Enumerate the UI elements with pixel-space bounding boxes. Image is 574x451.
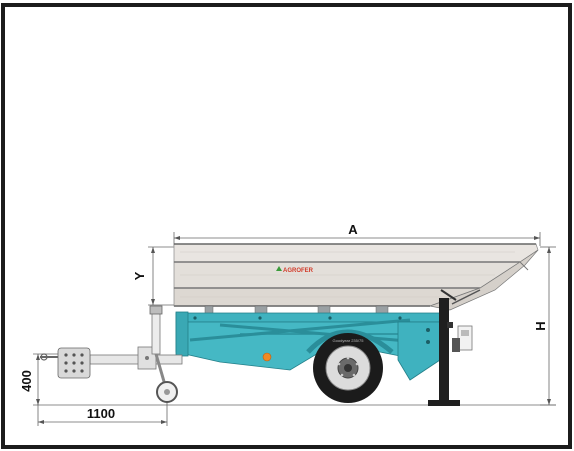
dimension-h-label: H [533,321,548,330]
jockey-wheel [149,305,178,403]
drawbar [40,346,183,379]
tire-sidewall-text: Goodyear 235/75 [333,338,365,343]
brand-logo: AGROFER [276,266,314,274]
dimension-y-label: Y [132,271,147,280]
dimension-arrows [36,236,551,424]
rear-support-leg [428,289,481,406]
dimension-a-label: A [348,222,358,237]
drawing-border [1,3,572,449]
dimension-1100-label: 1100 [87,406,115,421]
chassis [175,311,441,381]
dimension-400-label: 400 [19,370,34,392]
main-wheel: Goodyear 235/75 [313,333,383,403]
rear-light [457,325,473,351]
tipping-body [173,243,539,311]
leaf-icon [276,266,282,271]
orange-reflector [262,352,272,362]
dimension-lines [33,232,556,426]
brand-label: AGROFER [283,268,314,274]
